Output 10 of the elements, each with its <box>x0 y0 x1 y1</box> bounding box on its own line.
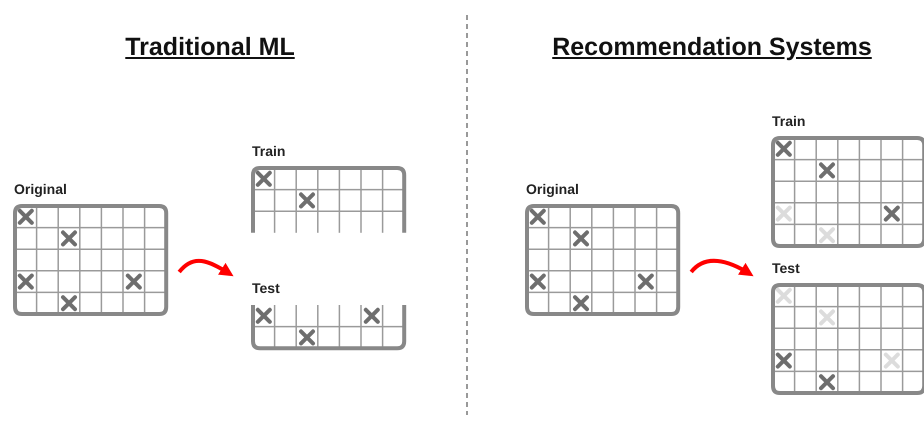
matrix-label: Train <box>251 142 286 160</box>
matrix-label: Test <box>251 279 280 297</box>
curved-arrow <box>690 258 754 276</box>
matrix-label: Original <box>13 180 67 198</box>
section-heading: Traditional ML <box>125 33 295 62</box>
matrix-label: Test <box>771 259 800 277</box>
matrix-label: Original <box>525 180 579 198</box>
section-heading: Recommendation Systems <box>552 33 872 62</box>
matrix-label: Train <box>771 112 806 130</box>
curved-arrow <box>178 258 234 276</box>
